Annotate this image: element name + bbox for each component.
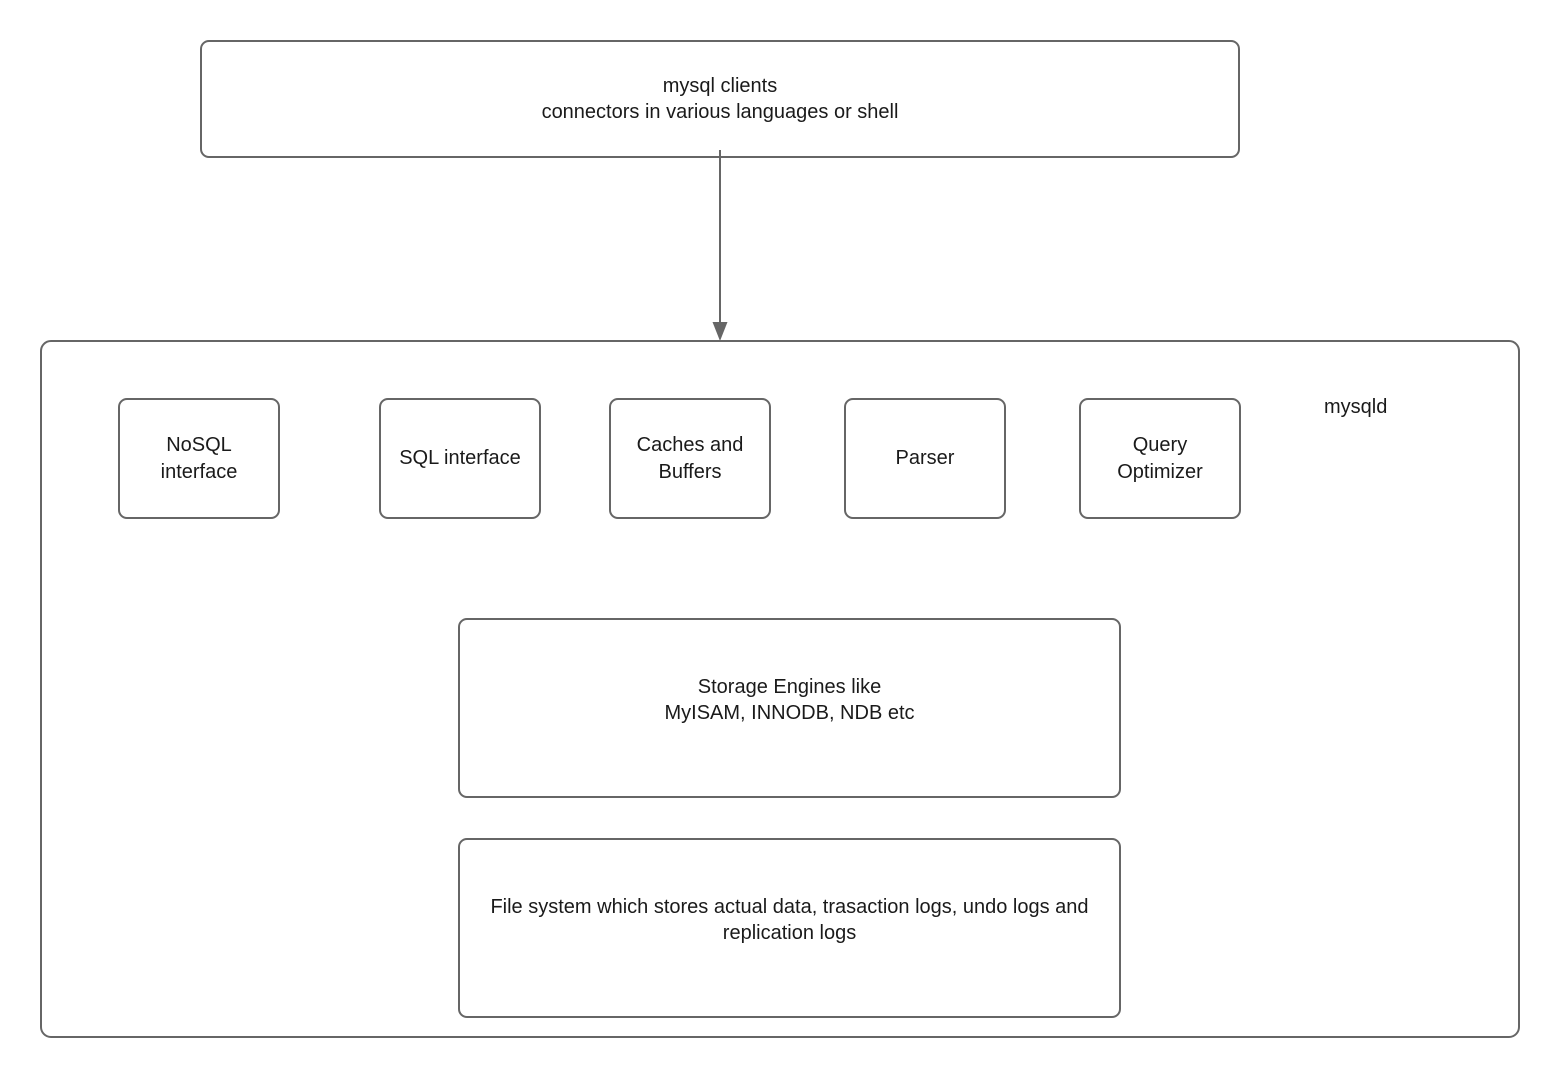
node-file-system-label: File system which stores actual data, tr… — [490, 895, 1089, 944]
node-parser-label: Parser — [895, 447, 955, 470]
node-caches-and-buffers[interactable]: Caches and Buffers — [609, 398, 771, 519]
node-sql-interface-label: SQL interface — [399, 447, 521, 470]
node-mysql-clients-label: mysql clients connectors in various lang… — [541, 74, 899, 123]
node-nosql-interface[interactable]: NoSQL interface — [118, 398, 280, 519]
node-nosql-interface-label: NoSQL interface — [160, 434, 238, 483]
arrow-down-icon — [712, 150, 728, 341]
node-storage-engines[interactable]: Storage Engines like MyISAM, INNODB, NDB… — [458, 618, 1121, 798]
node-query-optimizer-label: Query Optimizer — [1117, 434, 1203, 483]
node-storage-engines-label: Storage Engines like MyISAM, INNODB, NDB… — [664, 675, 915, 724]
node-sql-interface[interactable]: SQL interface — [379, 398, 541, 519]
node-mysql-clients[interactable]: mysql clients connectors in various lang… — [200, 40, 1240, 158]
mysqld-label: mysqld — [1324, 396, 1388, 418]
node-caches-and-buffers-label: Caches and Buffers — [636, 434, 744, 483]
node-query-optimizer[interactable]: Query Optimizer — [1079, 398, 1241, 519]
node-parser[interactable]: Parser — [844, 398, 1006, 519]
node-file-system[interactable]: File system which stores actual data, tr… — [458, 838, 1121, 1018]
